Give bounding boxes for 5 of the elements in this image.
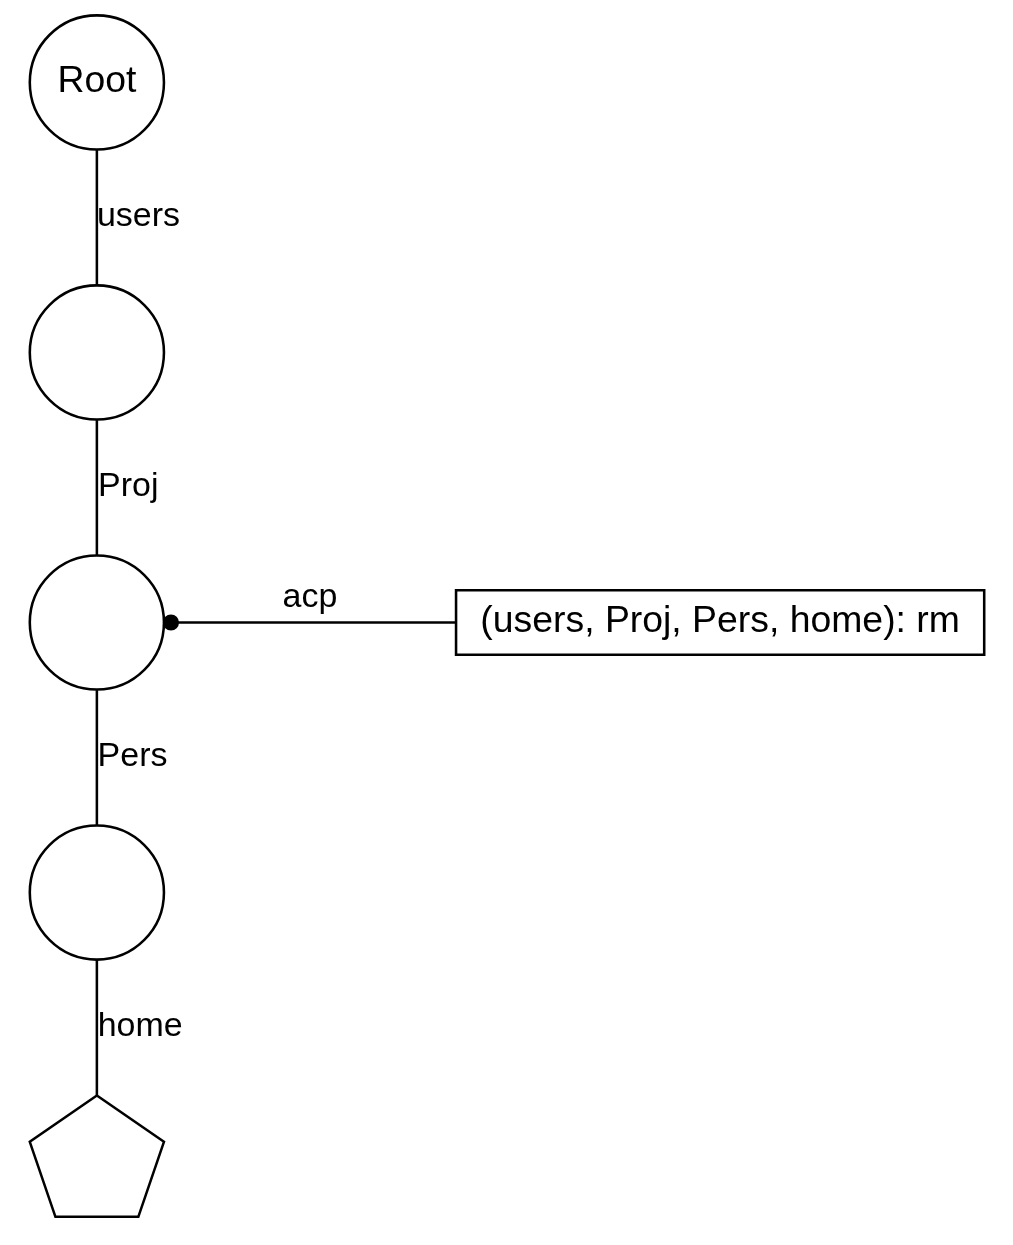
- edge-label: Proj: [97, 464, 158, 503]
- edge-label: Pers: [97, 735, 167, 773]
- edge-label: acp: [282, 576, 337, 615]
- edge-label: users: [96, 194, 180, 233]
- edge-label: home: [97, 1005, 183, 1044]
